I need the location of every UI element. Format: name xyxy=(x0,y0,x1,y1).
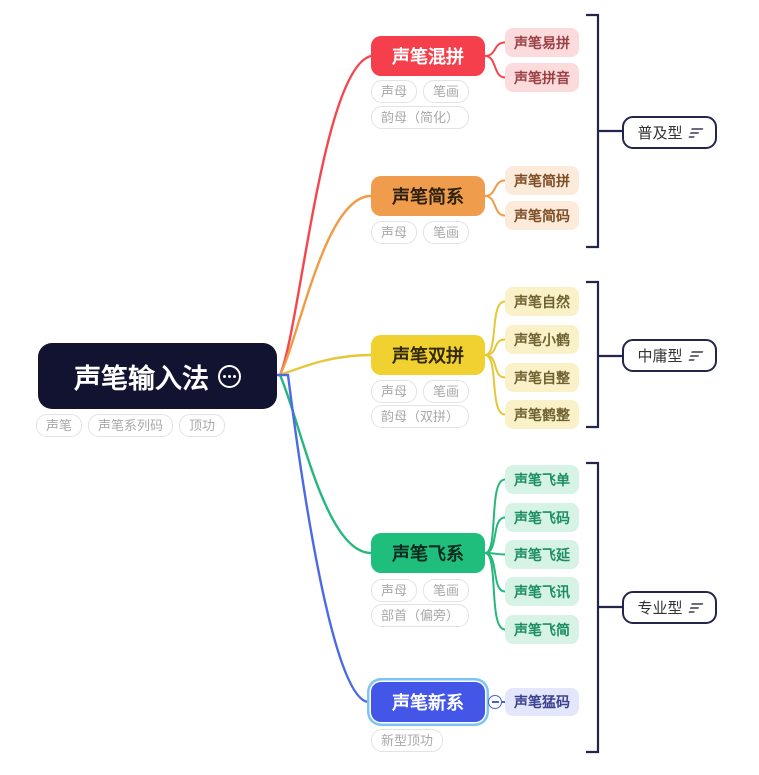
tag: 声母 xyxy=(371,80,418,103)
tag: 声母 xyxy=(371,380,418,403)
child-node[interactable]: 声笔简拼 xyxy=(505,166,579,195)
ellipsis-circle-icon xyxy=(218,364,241,388)
summary-label-zhongyongxing[interactable]: 中庸型 xyxy=(622,339,717,372)
child-node[interactable]: 声笔自然 xyxy=(505,287,579,316)
summary-label-pujixing[interactable]: 普及型 xyxy=(622,116,717,149)
collapse-button[interactable] xyxy=(488,695,502,709)
summary-label-zhuanyexing[interactable]: 专业型 xyxy=(622,591,717,624)
tag-row: 部首（偏旁） xyxy=(371,604,470,627)
tag: 声母 xyxy=(371,221,418,244)
child-node[interactable]: 声笔简码 xyxy=(505,201,579,230)
child-node[interactable]: 声笔飞延 xyxy=(505,540,579,569)
branch-node-jianxi[interactable]: 声笔简系 xyxy=(371,176,485,216)
branch-node-shuangpin[interactable]: 声笔双拼 xyxy=(371,335,485,375)
child-node[interactable]: 声笔易拼 xyxy=(505,28,579,57)
tag-row: 韵母（简化） xyxy=(371,106,470,129)
tag: 笔画 xyxy=(423,80,470,103)
tag: 声母 xyxy=(371,579,418,602)
child-node[interactable]: 声笔飞码 xyxy=(505,503,579,532)
child-node[interactable]: 声笔拼音 xyxy=(505,63,579,92)
tag-row: 声母 笔画 xyxy=(371,80,470,103)
root-tag-row: 声笔 声笔系列码 顶功 xyxy=(36,414,226,437)
child-node[interactable]: 声笔小鹤 xyxy=(505,325,579,354)
tag-row: 声母 笔画 xyxy=(371,579,470,602)
child-node[interactable]: 声笔飞简 xyxy=(505,615,579,644)
root-node[interactable]: 声笔输入法 xyxy=(38,343,277,409)
child-node[interactable]: 声笔飞讯 xyxy=(505,577,579,606)
child-node[interactable]: 声笔飞单 xyxy=(505,465,579,494)
tag: 部首（偏旁） xyxy=(371,604,470,627)
root-label: 声笔输入法 xyxy=(74,363,209,394)
branch-node-xinxi[interactable]: 声笔新系 xyxy=(371,682,485,722)
summary-text: 中庸型 xyxy=(637,348,683,365)
notes-icon xyxy=(687,127,704,138)
tag-row: 声母 笔画 xyxy=(371,221,470,244)
tag-row: 韵母（双拼） xyxy=(371,405,470,428)
tag: 顶功 xyxy=(179,414,226,437)
tag-row: 新型顶功 xyxy=(371,729,444,752)
notes-icon xyxy=(687,350,704,361)
tag-row: 声母 笔画 xyxy=(371,380,470,403)
tag: 韵母（双拼） xyxy=(371,405,470,428)
tag: 韵母（简化） xyxy=(371,106,470,129)
tag: 声笔 xyxy=(36,414,83,437)
summary-text: 普及型 xyxy=(637,125,683,142)
child-node[interactable]: 声笔自整 xyxy=(505,363,579,392)
branch-node-hunpin[interactable]: 声笔混拼 xyxy=(371,36,485,76)
branch-node-feixi[interactable]: 声笔飞系 xyxy=(371,533,485,573)
tag: 笔画 xyxy=(423,380,470,403)
child-node[interactable]: 声笔猛码 xyxy=(505,688,579,716)
tag: 笔画 xyxy=(423,579,470,602)
summary-text: 专业型 xyxy=(637,600,683,617)
child-node[interactable]: 声笔鹤整 xyxy=(505,400,579,429)
tag: 声笔系列码 xyxy=(88,414,174,437)
tag: 新型顶功 xyxy=(371,729,444,752)
notes-icon xyxy=(687,602,704,613)
tag: 笔画 xyxy=(423,221,470,244)
